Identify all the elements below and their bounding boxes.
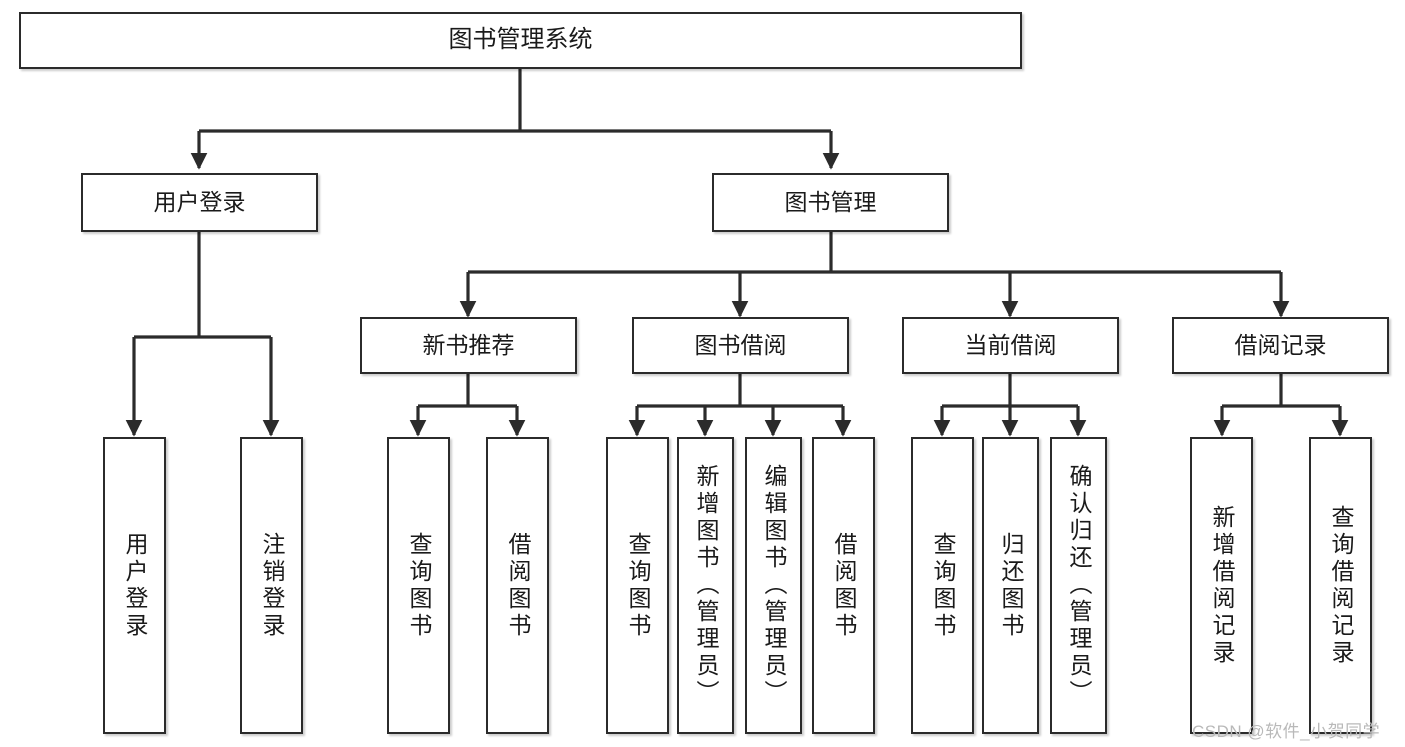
node-label: 查询图书: [406, 531, 432, 640]
node-label: 图书管理: [784, 188, 877, 215]
leaf-query-book-recommend[interactable]: 查询图书: [387, 437, 450, 734]
node-label: 新书推荐: [422, 331, 515, 358]
leaf-add-book-admin[interactable]: 新增图书（管理员）: [677, 437, 734, 734]
node-label: 新增图书（管理员）: [693, 464, 719, 707]
node-label: 编辑图书（管理员）: [761, 464, 787, 707]
node-book-management[interactable]: 图书管理: [712, 173, 949, 232]
node-label: 查询借阅记录: [1328, 504, 1354, 667]
node-label: 借阅记录: [1234, 331, 1327, 358]
leaf-query-book-borrow[interactable]: 查询图书: [606, 437, 669, 734]
leaf-user-login[interactable]: 用户登录: [103, 437, 166, 734]
watermark: CSDN @软件_小贺同学: [1192, 722, 1381, 741]
leaf-borrow-book-recommend[interactable]: 借阅图书: [486, 437, 549, 734]
node-label: 图书借阅: [694, 331, 787, 358]
node-label: 查询图书: [930, 531, 956, 640]
node-user-login[interactable]: 用户登录: [81, 173, 318, 232]
node-label: 借阅图书: [831, 531, 857, 640]
node-label: 注销登录: [259, 531, 285, 640]
leaf-borrow-book[interactable]: 借阅图书: [812, 437, 875, 734]
node-label: 当前借阅: [964, 331, 1057, 358]
leaf-add-borrow-record[interactable]: 新增借阅记录: [1190, 437, 1253, 734]
node-borrow-record[interactable]: 借阅记录: [1172, 317, 1389, 374]
node-label: 用户登录: [122, 531, 148, 640]
leaf-query-book-current[interactable]: 查询图书: [911, 437, 974, 734]
node-current-borrow[interactable]: 当前借阅: [902, 317, 1119, 374]
leaf-logout[interactable]: 注销登录: [240, 437, 303, 734]
node-label: 用户登录: [153, 188, 246, 215]
node-root-system[interactable]: 图书管理系统: [19, 12, 1022, 69]
node-new-book-recommend[interactable]: 新书推荐: [360, 317, 577, 374]
node-label: 借阅图书: [505, 531, 531, 640]
node-label: 新增借阅记录: [1209, 504, 1235, 667]
node-label: 图书管理系统: [448, 26, 593, 54]
node-label: 确认归还（管理员）: [1066, 464, 1092, 707]
node-label: 查询图书: [625, 531, 651, 640]
node-label: 归还图书: [998, 531, 1024, 640]
leaf-return-book[interactable]: 归还图书: [982, 437, 1039, 734]
node-book-borrow[interactable]: 图书借阅: [632, 317, 849, 374]
leaf-edit-book-admin[interactable]: 编辑图书（管理员）: [745, 437, 802, 734]
leaf-query-borrow-record[interactable]: 查询借阅记录: [1309, 437, 1372, 734]
leaf-confirm-return-admin[interactable]: 确认归还（管理员）: [1050, 437, 1107, 734]
